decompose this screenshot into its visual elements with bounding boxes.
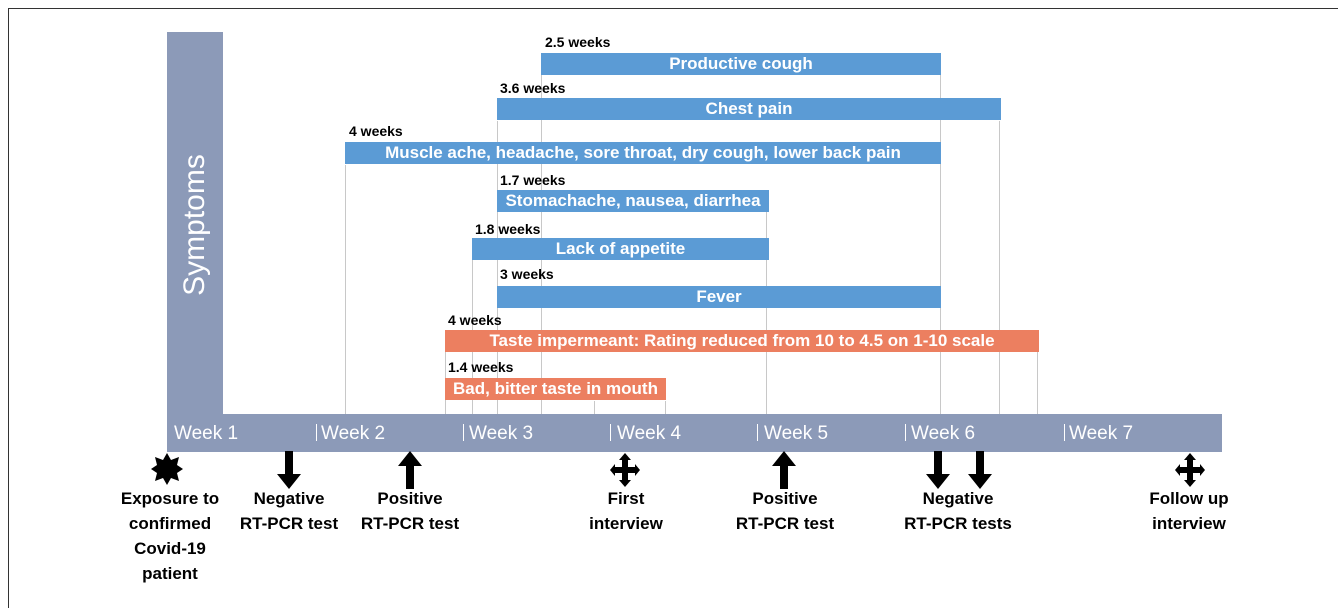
bar-duration-label: 2.5 weeks	[545, 34, 611, 50]
week-separator	[463, 424, 464, 441]
guide-line	[345, 165, 346, 414]
week-separator	[905, 424, 906, 441]
week-separator	[316, 424, 317, 441]
bar-duration-label: 1.4 weeks	[448, 359, 514, 375]
bar-duration-label: 3.6 weeks	[500, 80, 566, 96]
week-separator	[757, 424, 758, 441]
symptom-bar: Lack of appetite	[472, 238, 769, 260]
symptom-bar: Productive cough	[541, 53, 941, 75]
week-label: Week 4	[617, 423, 682, 444]
week-separator	[610, 424, 611, 441]
up-arrow-icon	[772, 451, 796, 489]
symptom-bar: Chest pain	[497, 98, 1001, 120]
guide-line	[594, 401, 595, 414]
week-label: Week 5	[764, 423, 829, 444]
guide-line	[1037, 352, 1038, 414]
event-label: Negative RT-PCR tests	[904, 489, 1012, 533]
week-label: Week 7	[1069, 423, 1134, 444]
event-label: Negative RT-PCR test	[239, 489, 339, 533]
symptom-bar: Fever	[497, 286, 941, 308]
week-label: Week 6	[911, 423, 976, 444]
symptom-bar: Muscle ache, headache, sore throat, dry …	[345, 142, 941, 164]
bar-duration-label: 1.8 weeks	[475, 221, 541, 237]
guide-line	[766, 211, 767, 414]
week-label: Week 3	[469, 423, 534, 444]
star-burst-icon	[151, 453, 183, 485]
guide-line	[940, 75, 941, 414]
guide-line	[665, 401, 666, 414]
event-label: Exposure to confirmed Covid-19 patient	[120, 489, 220, 583]
up-arrow-icon	[398, 451, 422, 489]
symptoms-axis-label: Symptoms	[178, 154, 211, 296]
guide-line	[497, 121, 498, 414]
bar-duration-label: 3 weeks	[500, 266, 554, 282]
symptom-bar: Stomachache, nausea, diarrhea	[497, 190, 769, 212]
four-way-arrow-icon	[610, 453, 640, 487]
bar-duration-label: 4 weeks	[349, 123, 403, 139]
symptom-bar: Taste impermeant: Rating reduced from 10…	[445, 330, 1039, 352]
week-label: Week 1	[174, 423, 239, 444]
symptom-bar: Bad, bitter taste in mouth	[445, 378, 666, 400]
down-arrow-icon	[277, 451, 301, 489]
four-way-arrow-icon	[1175, 453, 1205, 487]
figure-frame	[8, 8, 1338, 608]
event-label: Follow up interview	[1149, 489, 1229, 533]
event-label: Positive RT-PCR test	[735, 489, 835, 533]
event-label: Positive RT-PCR test	[360, 489, 460, 533]
week-separator	[1064, 424, 1065, 441]
guide-line	[999, 121, 1000, 414]
week-axis	[167, 414, 1222, 452]
double-down-arrow-icon	[926, 451, 992, 489]
symptoms-axis	[167, 32, 223, 452]
week-label: Week 2	[321, 423, 386, 444]
event-label: First interview	[589, 489, 663, 533]
bar-duration-label: 4 weeks	[448, 312, 502, 328]
bar-duration-label: 1.7 weeks	[500, 172, 566, 188]
